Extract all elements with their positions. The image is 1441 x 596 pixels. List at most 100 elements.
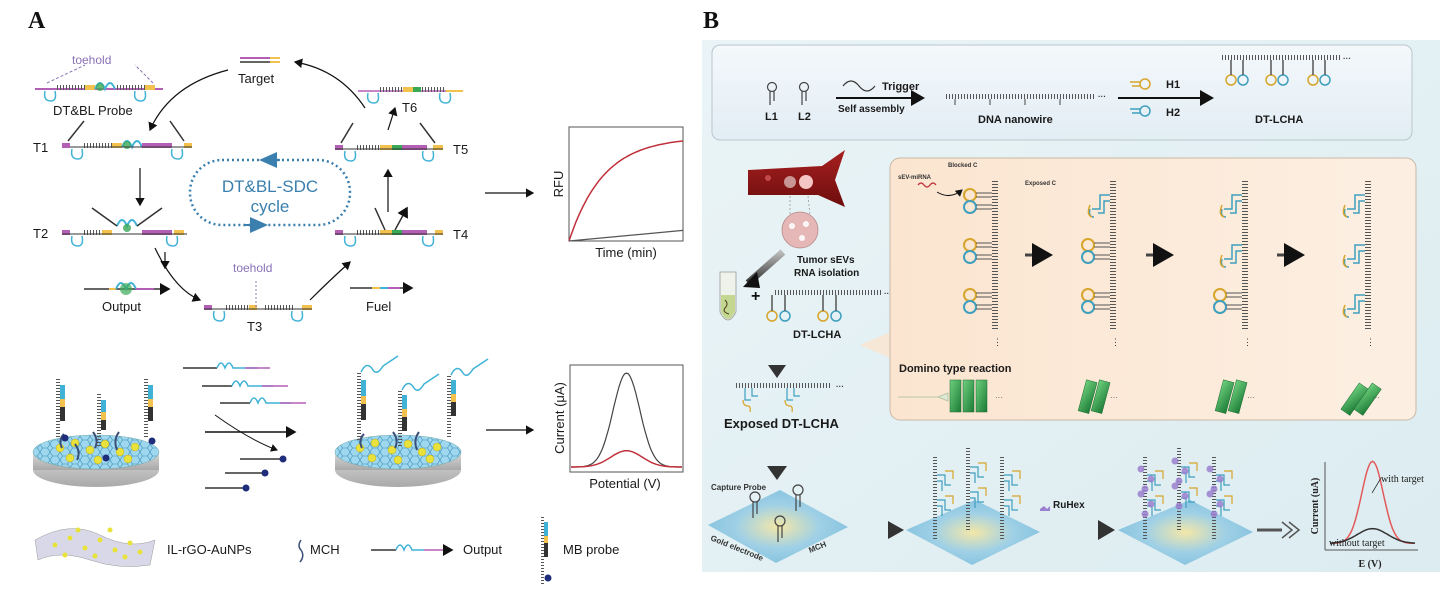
gold-electrode-3 xyxy=(1118,447,1253,565)
panel-b: B L1 L2 Trigger Self assembly ··· DNA na… xyxy=(702,8,1440,572)
sample-tube-icon xyxy=(719,271,737,321)
state-label-t2: T2 xyxy=(33,226,48,241)
panel-a: A toehold DT&BL Probe Target xyxy=(28,8,684,586)
domino-block xyxy=(1077,379,1098,414)
dna-ladder xyxy=(1365,180,1371,330)
rfu-plot-frame xyxy=(568,126,684,242)
sdc-cycle: DT&BL-SDC cycle xyxy=(188,152,352,233)
label-l2: L2 xyxy=(798,111,811,123)
ruhex-molecule xyxy=(1171,457,1179,465)
state-label-t3: T3 xyxy=(247,319,262,334)
cycle-title-line2: cycle xyxy=(251,197,290,216)
ruhex-molecule xyxy=(1206,490,1214,498)
target-structure xyxy=(240,57,280,63)
ruhex-molecule xyxy=(1206,465,1214,473)
hairpin-loop xyxy=(1213,300,1227,314)
ellipsis-vertical: ⋮ xyxy=(1243,337,1252,347)
label-dna-nanowire: DNA nanowire xyxy=(978,114,1053,126)
state-label-output: Output xyxy=(102,299,141,314)
legend-label-il-rgo-aunps: IL-rGO-AuNPs xyxy=(167,542,252,557)
domino-block xyxy=(1214,379,1235,414)
state-label-target: Target xyxy=(238,71,275,86)
dpv-b-ylabel: Current (uA) xyxy=(1310,478,1321,535)
legend-label-mch: MCH xyxy=(310,542,340,557)
rfu-xlabel: Time (min) xyxy=(595,245,657,260)
label-self-assembly: Self assembly xyxy=(838,104,905,115)
dpv-b-label-without-target: without target xyxy=(1329,538,1385,549)
release-arrow xyxy=(214,414,278,452)
released-mb-fragments xyxy=(205,455,287,492)
label-ruhex: RuHex xyxy=(1053,500,1085,511)
dpv-b-xlabel: E (V) xyxy=(1358,559,1381,570)
t2-structure xyxy=(62,207,187,247)
domino-pusher-icon xyxy=(898,392,949,402)
blood-vessel-icon xyxy=(748,150,845,207)
domino-stages: ⋮⋮⋮⋮ xyxy=(963,180,1375,347)
domino-block xyxy=(975,379,988,413)
state-label-dtbl-probe: DT&BL Probe xyxy=(53,103,133,118)
dna-ladder xyxy=(1242,180,1248,330)
domino-block xyxy=(1353,382,1382,416)
domino-block xyxy=(1090,379,1111,414)
label-exposed-c: Exposed C xyxy=(1025,181,1057,187)
ruhex-molecule xyxy=(1137,490,1145,498)
nanowire-ellipsis: ··· xyxy=(1098,92,1106,101)
domino-stage-3: ⋮ xyxy=(1213,180,1252,347)
captured-dna-stack xyxy=(1000,455,1004,540)
ruhex-molecule xyxy=(1210,485,1218,493)
ruhex-molecule xyxy=(1147,475,1155,483)
label-rna-isolation: RNA isolation xyxy=(794,268,859,279)
mirna-strand-icon xyxy=(917,182,937,188)
dpv-b-label-with-target: with target xyxy=(1381,474,1424,485)
double-arrow-to-plot xyxy=(1257,521,1301,539)
dpv-a-ylabel: Current (μA) xyxy=(552,382,567,454)
captured-dna-stack xyxy=(1143,455,1147,540)
rfu-plot: RFU Time (min) xyxy=(551,126,684,260)
label-capture-probe: Capture Probe xyxy=(711,483,767,492)
hairpin-loop xyxy=(963,300,977,314)
ruhex-molecule xyxy=(1216,475,1224,483)
legend-label-output: Output xyxy=(463,542,502,557)
captured-dna-stack xyxy=(1177,447,1181,532)
legend-icon-mb-probe xyxy=(541,516,552,586)
mb-probes-before xyxy=(56,377,156,462)
domino-blocks: ············ xyxy=(898,379,1382,416)
t1-structure xyxy=(62,120,192,160)
domino-stage-2: ⋮ xyxy=(1081,180,1120,347)
gold-electrode-2 xyxy=(906,447,1040,565)
toehold-label-mid: toehold xyxy=(233,261,272,275)
legend-icon-il-rgo-aunps xyxy=(34,527,156,567)
ruhex-molecule xyxy=(1216,500,1224,508)
state-label-fuel: Fuel xyxy=(366,299,391,314)
plus-sign: + xyxy=(751,288,760,305)
ruhex-molecule xyxy=(1137,465,1145,473)
state-label-t1: T1 xyxy=(33,140,48,155)
domino-block xyxy=(949,379,962,413)
rfu-curve-background xyxy=(568,229,684,242)
panel-b-label: B xyxy=(703,8,719,34)
domino-ellipsis: ··· xyxy=(1247,393,1255,402)
domino-reaction-box xyxy=(889,157,1417,421)
t6-structure xyxy=(358,87,463,104)
ellipsis-vertical: ⋮ xyxy=(1366,337,1375,347)
sev-particle-icon xyxy=(781,211,819,249)
toehold-label-top: toehold xyxy=(72,53,111,67)
legend-a: IL-rGO-AuNPs MCH Output MB probe xyxy=(34,516,619,586)
label-trigger: Trigger xyxy=(882,81,920,93)
domino-ellipsis: ··· xyxy=(1372,393,1380,402)
ruhex-molecule xyxy=(1181,492,1189,500)
rfu-ylabel: RFU xyxy=(551,171,566,198)
ruhex-molecule xyxy=(1181,467,1189,475)
ruhex-molecule xyxy=(1141,485,1149,493)
exposed-dt-lcha-structure: ··· xyxy=(734,382,844,413)
dt-lcha-ellipsis: ··· xyxy=(1343,54,1351,63)
dt-lcha-mid-ellipsis: ··· xyxy=(884,289,892,298)
ruhex-molecule xyxy=(1175,502,1183,510)
domino-stage-4: ⋮ xyxy=(1342,180,1375,347)
ruhex-molecule xyxy=(1210,510,1218,518)
hairpin-loop xyxy=(963,250,977,264)
domino-block xyxy=(1227,379,1248,414)
hairpin-l1-icon xyxy=(766,81,778,105)
ellipsis-vertical: ⋮ xyxy=(1111,337,1120,347)
panel-a-label: A xyxy=(28,8,46,34)
